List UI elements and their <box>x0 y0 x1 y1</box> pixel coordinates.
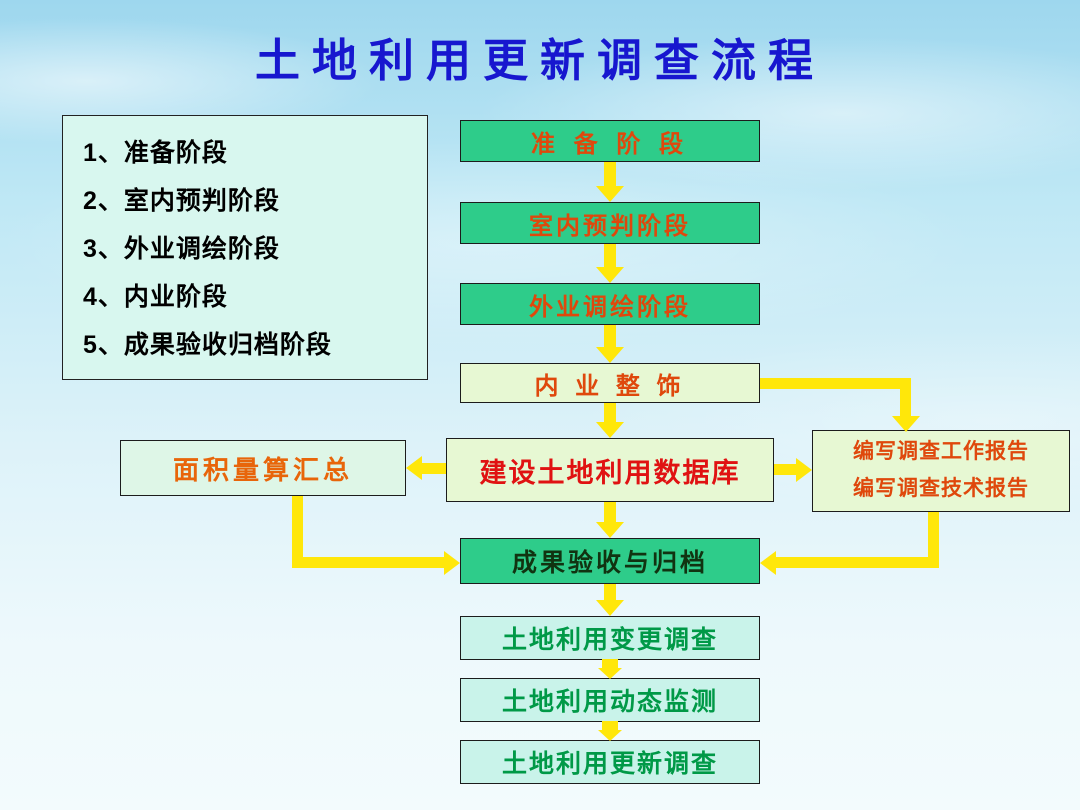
legend-item-5: 5、成果验收归档阶段 <box>83 331 332 359</box>
step-preparation: 准 备 阶 段 <box>460 120 760 162</box>
page-title: 土地利用更新调查流程 <box>254 36 825 86</box>
arrow-acceptance-to-change-head <box>596 600 624 616</box>
step-indoor-prejudge: 室内预判阶段 <box>460 202 760 244</box>
legend-item-1: 1、准备阶段 <box>83 139 228 167</box>
arrow-database-to-report-head <box>796 458 812 482</box>
elbow-area-to-acceptance-v <box>292 496 303 562</box>
legend-item-3: 3、外业调绘阶段 <box>83 235 280 263</box>
report-line-2: 编写调查技术报告 <box>853 477 1029 500</box>
bottom-dynamic-monitoring: 土地利用动态监测 <box>460 678 760 722</box>
legend-panel: 1、准备阶段 2、室内预判阶段 3、外业调绘阶段 4、内业阶段 5、成果验收归档… <box>62 115 428 380</box>
arrow-prep-to-prejudge-head <box>596 186 624 202</box>
step-indoor-finishing: 内 业 整 饰 <box>460 363 760 403</box>
step-acceptance-archive: 成果验收与归档 <box>460 538 760 584</box>
elbow-finishing-to-report-v <box>900 378 911 416</box>
elbow-report-to-acceptance-head <box>760 551 776 575</box>
side-report-writing: 编写调查工作报告 编写调查技术报告 <box>812 430 1070 512</box>
elbow-report-to-acceptance-v <box>928 512 939 562</box>
arrow-field-to-finishing-shaft <box>604 325 616 347</box>
side-area-calculation: 面积量算汇总 <box>120 440 406 496</box>
elbow-area-to-acceptance-head <box>444 551 460 575</box>
arrow-prejudge-to-field-shaft <box>604 244 616 267</box>
legend-item-4: 4、内业阶段 <box>83 283 228 311</box>
bottom-change-survey: 土地利用变更调查 <box>460 616 760 660</box>
connector-change-to-monitoring-shaft <box>602 659 618 668</box>
arrow-database-to-acceptance-head <box>596 522 624 538</box>
arrow-database-to-area-head <box>406 456 422 480</box>
arrow-database-to-report-shaft <box>774 464 796 475</box>
step-field-survey: 外业调绘阶段 <box>460 283 760 325</box>
arrow-field-to-finishing-head <box>596 347 624 363</box>
connector-monitoring-to-update-head <box>598 730 622 741</box>
report-line-1: 编写调查工作报告 <box>853 440 1029 464</box>
arrow-prejudge-to-field-head <box>596 267 624 283</box>
arrow-database-to-area-shaft <box>421 463 446 474</box>
elbow-finishing-to-report-h <box>760 378 911 389</box>
arrow-finishing-to-database-shaft <box>604 403 616 422</box>
bottom-update-survey: 土地利用更新调查 <box>460 740 760 784</box>
elbow-report-to-acceptance-h <box>776 557 939 568</box>
arrow-finishing-to-database-head <box>596 422 624 438</box>
step-build-database: 建设土地利用数据库 <box>446 438 774 502</box>
arrow-prep-to-prejudge-shaft <box>604 162 616 186</box>
elbow-area-to-acceptance-h <box>292 557 444 568</box>
arrow-database-to-acceptance-shaft <box>604 502 616 522</box>
arrow-acceptance-to-change-shaft <box>604 584 616 600</box>
connector-monitoring-to-update-shaft <box>602 721 618 730</box>
connector-change-to-monitoring-head <box>598 668 622 679</box>
elbow-finishing-to-report-head <box>892 416 920 432</box>
legend-item-2: 2、室内预判阶段 <box>83 187 280 215</box>
